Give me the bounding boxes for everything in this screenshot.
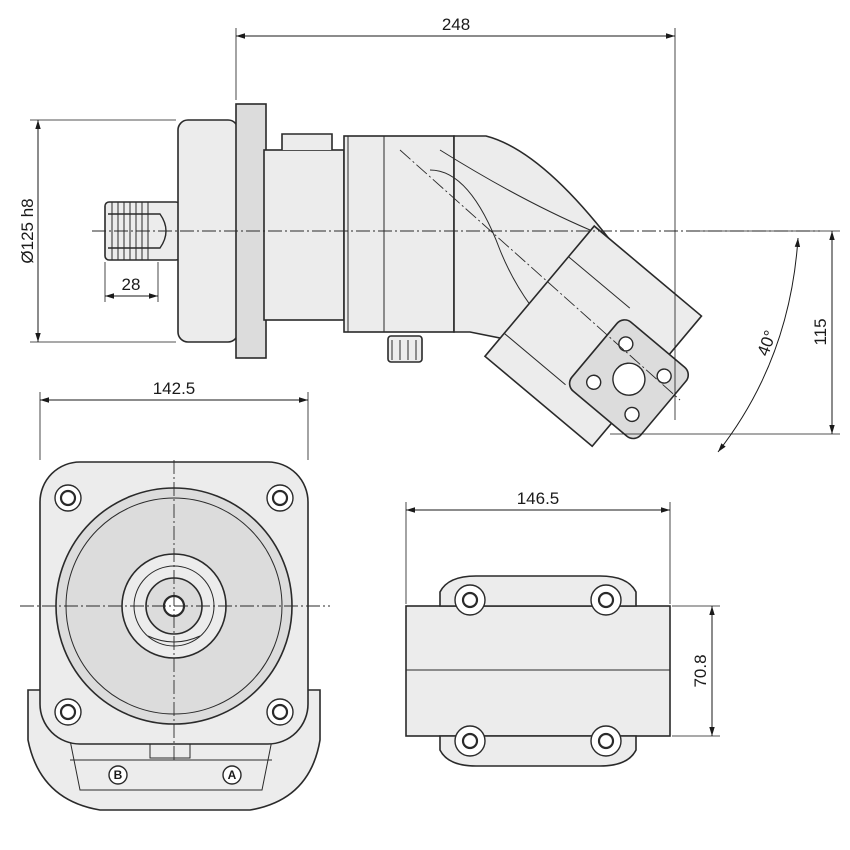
port-plate-view xyxy=(405,575,671,767)
dim-flange-width-label: 142.5 xyxy=(153,379,196,398)
port-b-marker: B xyxy=(108,765,128,785)
port-plate-body xyxy=(405,605,671,737)
dim-tilt-angle: 40° xyxy=(717,237,801,453)
dim-port-plate-width: 146.5 xyxy=(405,489,671,604)
dim-port-plate-height: 70.8 xyxy=(672,605,720,737)
dim-shaft-length: 28 xyxy=(104,262,159,302)
front-view: B A xyxy=(20,460,330,811)
dim-flange-width: 142.5 xyxy=(39,379,309,460)
port-plate-bottom-lug xyxy=(439,735,637,767)
side-view xyxy=(92,103,820,448)
dim-port-height-label: 115 xyxy=(811,318,830,345)
dim-overall-length: 248 xyxy=(235,15,676,420)
dim-overall-length-label: 248 xyxy=(442,15,470,34)
dim-shaft-length-label: 28 xyxy=(122,275,141,294)
port-a-label: A xyxy=(228,768,237,782)
drain-fitting xyxy=(387,335,423,363)
front-bolt-holes xyxy=(54,484,294,726)
dim-flange-diameter-label: Ø125 h8 xyxy=(18,198,37,263)
dim-tilt-angle-label: 40° xyxy=(754,328,781,359)
port-plate-bolt-holes xyxy=(454,584,622,757)
dim-port-plate-height-label: 70.8 xyxy=(691,654,710,687)
dim-flange-diameter: Ø125 h8 xyxy=(18,119,176,343)
port-head xyxy=(483,224,703,448)
port-a-marker: A xyxy=(222,765,242,785)
port-b-label: B xyxy=(114,768,123,782)
dim-port-plate-width-label: 146.5 xyxy=(517,489,560,508)
port-plate-top-lug xyxy=(439,575,637,607)
